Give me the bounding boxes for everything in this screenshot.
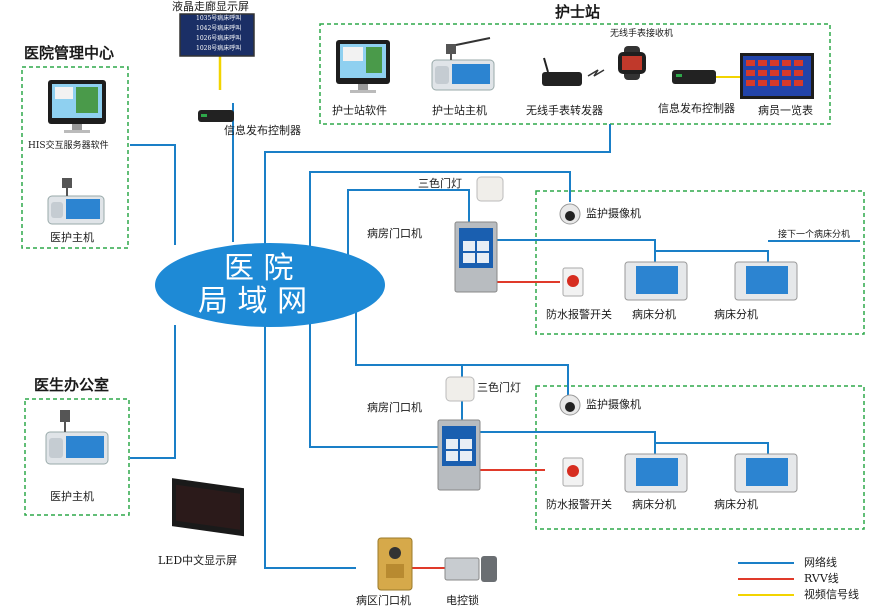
hub-line-2: 局 域 网 — [198, 284, 308, 319]
label-room-door-2: 病房门口机 — [367, 401, 422, 414]
info-controller-ns-icon — [672, 70, 716, 84]
lcd-row-2: 1042号病床呼叫 — [196, 25, 242, 32]
hub-line-1: 医 院 — [224, 251, 294, 286]
section-nurse-station: 护士站 — [555, 3, 601, 21]
bed-unit-2a-icon — [624, 453, 688, 493]
label-his-software: HIS交互服务器软件 — [28, 141, 109, 151]
section-hospital-mgmt: 医院管理中心 — [24, 44, 115, 62]
label-bed-2b: 病床分机 — [714, 498, 758, 511]
lcd-row-3: 1026号病床呼叫 — [196, 35, 242, 42]
label-bed-1a: 病床分机 — [632, 308, 676, 321]
lan-hub — [155, 243, 385, 327]
lcd-row-4: 1028号病床呼叫 — [196, 45, 242, 52]
medical-host-1-icon — [47, 178, 105, 225]
label-electric-lock: 电控锁 — [446, 594, 479, 607]
label-wireless-watch: 无线手表接收机 — [610, 29, 674, 39]
label-info-controller-ns: 信息发布控制器 — [658, 102, 735, 115]
led-display-icon — [172, 478, 244, 537]
room-door-unit-2-icon — [437, 419, 481, 491]
legend-label-rvv: RVV线 — [804, 572, 839, 585]
label-door-light-2: 三色门灯 — [477, 381, 521, 394]
label-lcd-corridor: 液晶走廊显示屏 — [172, 0, 249, 13]
bed-unit-2b-icon — [734, 453, 798, 493]
door-light-1-icon — [476, 176, 504, 202]
label-ward-door: 病区门口机 — [356, 594, 411, 607]
label-nurse-host: 护士站主机 — [432, 104, 487, 117]
legend-line-network — [738, 562, 794, 564]
label-nurse-software: 护士站软件 — [332, 104, 387, 117]
camera-2-icon — [559, 394, 581, 416]
label-patient-table: 病员一览表 — [758, 104, 813, 117]
nurse-host-icon — [431, 37, 495, 91]
label-next-bed: 接下一个病床分机 — [778, 230, 851, 240]
camera-1-icon — [559, 203, 581, 225]
label-camera-2: 监护摄像机 — [586, 398, 641, 411]
label-alarm-1: 防水报警开关 — [546, 308, 612, 321]
section-doctor-office: 医生办公室 — [34, 376, 110, 394]
label-info-controller-top: 信息发布控制器 — [224, 124, 301, 137]
patient-table-display — [740, 53, 814, 99]
label-bed-2a: 病床分机 — [632, 498, 676, 511]
bed-unit-1b-icon — [734, 261, 798, 301]
lcd-corridor-screen — [179, 13, 255, 57]
group-ward-1 — [535, 190, 865, 335]
group-ward-2 — [535, 385, 865, 530]
electric-lock-icon — [444, 556, 497, 582]
alarm-switch-2-icon — [562, 457, 584, 487]
label-door-light-1: 三色门灯 — [418, 177, 462, 190]
label-alarm-2: 防水报警开关 — [546, 498, 612, 511]
label-medical-host-2: 医护主机 — [50, 490, 94, 503]
ward-door-unit-icon — [377, 537, 413, 591]
label-camera-1: 监护摄像机 — [586, 207, 641, 220]
his-monitor-icon — [48, 80, 106, 133]
legend-line-rvv — [738, 578, 794, 580]
room-door-unit-1-icon — [454, 221, 498, 293]
label-medical-host-1: 医护主机 — [50, 231, 94, 244]
wireless-relay-icon — [542, 57, 605, 86]
label-wireless-relay: 无线手表转发器 — [526, 104, 603, 117]
bed-unit-1a-icon — [624, 261, 688, 301]
lcd-row-1: 1035号病床呼叫 — [196, 15, 242, 22]
legend-label-network: 网络线 — [804, 556, 837, 569]
label-bed-1b: 病床分机 — [714, 308, 758, 321]
group-doctor-office — [24, 398, 130, 516]
wireless-watch-icon — [618, 46, 646, 80]
legend-line-video — [738, 594, 794, 596]
info-controller-top-icon — [198, 110, 234, 122]
nurse-software-icon — [336, 40, 390, 93]
legend-label-video: 视频信号线 — [804, 588, 859, 601]
alarm-switch-1-icon — [562, 267, 584, 297]
group-nurse-station — [319, 23, 831, 125]
label-led-display: LED中文显示屏 — [158, 554, 238, 567]
door-light-2-icon — [445, 376, 475, 402]
label-room-door-1: 病房门口机 — [367, 227, 422, 240]
medical-host-2-icon — [45, 410, 109, 465]
group-hospital-mgmt — [21, 66, 129, 249]
rvv-lines — [412, 281, 560, 569]
